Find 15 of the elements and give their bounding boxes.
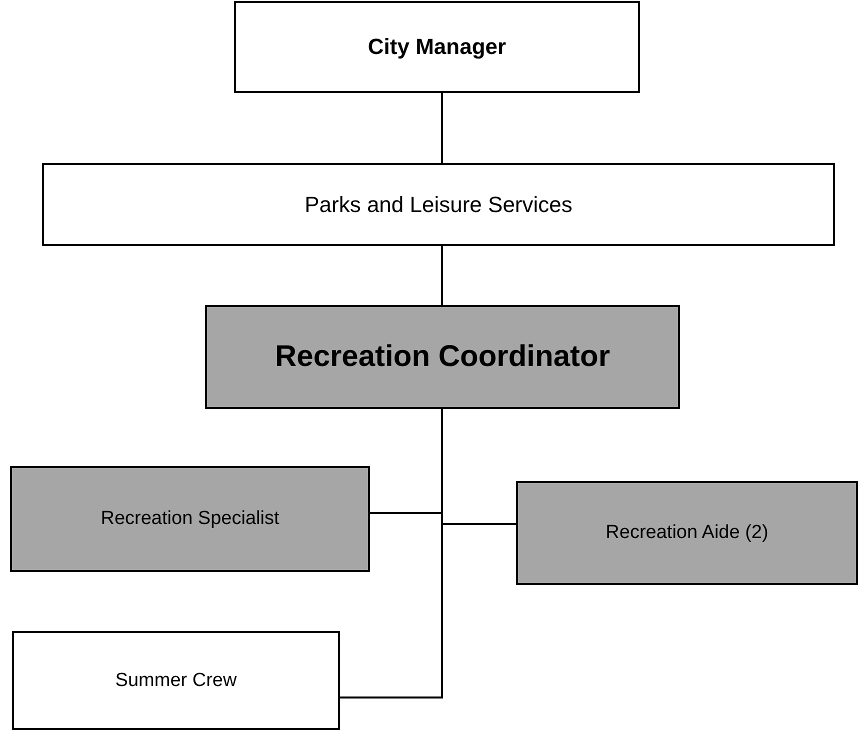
connector-line — [441, 93, 443, 163]
position-title: Parks and Leisure Services — [304, 192, 572, 218]
highlighted-org-box — [205, 305, 680, 409]
connector-line — [340, 409, 443, 698]
position-title: Recreation Coordinator — [274, 340, 610, 374]
org-box — [42, 163, 835, 246]
connector-line — [441, 246, 443, 305]
highlighted-org-box — [516, 481, 858, 585]
position-title: City Manager — [368, 34, 506, 60]
position-title: Recreation Specialist — [100, 508, 280, 530]
highlighted-org-box — [10, 466, 370, 572]
position-title: Recreation Aide (2) — [606, 522, 768, 544]
org-box — [234, 1, 640, 93]
org-box — [12, 631, 340, 730]
position-title: Summer Crew — [115, 670, 237, 692]
